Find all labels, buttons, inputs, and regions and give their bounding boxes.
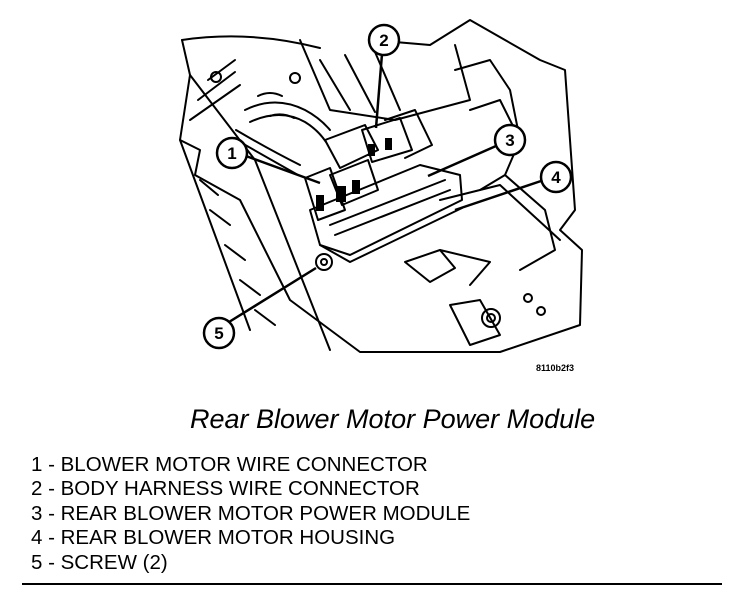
callout-5: 5 (202, 316, 236, 350)
legend-item-4: 4 - REAR BLOWER MOTOR HOUSING (31, 526, 396, 550)
callout-5-label: 5 (214, 324, 223, 343)
legend-item-5: 5 - SCREW (2) (31, 550, 168, 574)
leader-lines (228, 53, 542, 324)
callout-3: 3 (493, 123, 527, 157)
callout-3-label: 3 (505, 131, 514, 150)
figure-code: 8110b2f3 (536, 363, 575, 373)
legend: 1 - BLOWER MOTOR WIRE CONNECTOR 2 - BODY… (31, 453, 470, 575)
callout-1: 1 (215, 136, 249, 170)
callout-4-label: 4 (551, 168, 561, 187)
legend-item-1: 1 - BLOWER MOTOR WIRE CONNECTOR (31, 453, 428, 476)
callout-1-label: 1 (227, 144, 236, 163)
bottom-rule (22, 583, 722, 585)
power-module-illustration: 1 2 3 4 5 (179, 19, 583, 353)
legend-item-3: 3 - REAR BLOWER MOTOR POWER MODULE (31, 501, 471, 525)
callout-2-label: 2 (379, 31, 388, 50)
legend-item-2: 2 - BODY HARNESS WIRE CONNECTOR (31, 477, 420, 501)
callout-2: 2 (367, 23, 401, 57)
shading (316, 138, 392, 211)
figure-title: Rear Blower Motor Power Module (190, 404, 596, 434)
callout-4: 4 (539, 160, 573, 194)
